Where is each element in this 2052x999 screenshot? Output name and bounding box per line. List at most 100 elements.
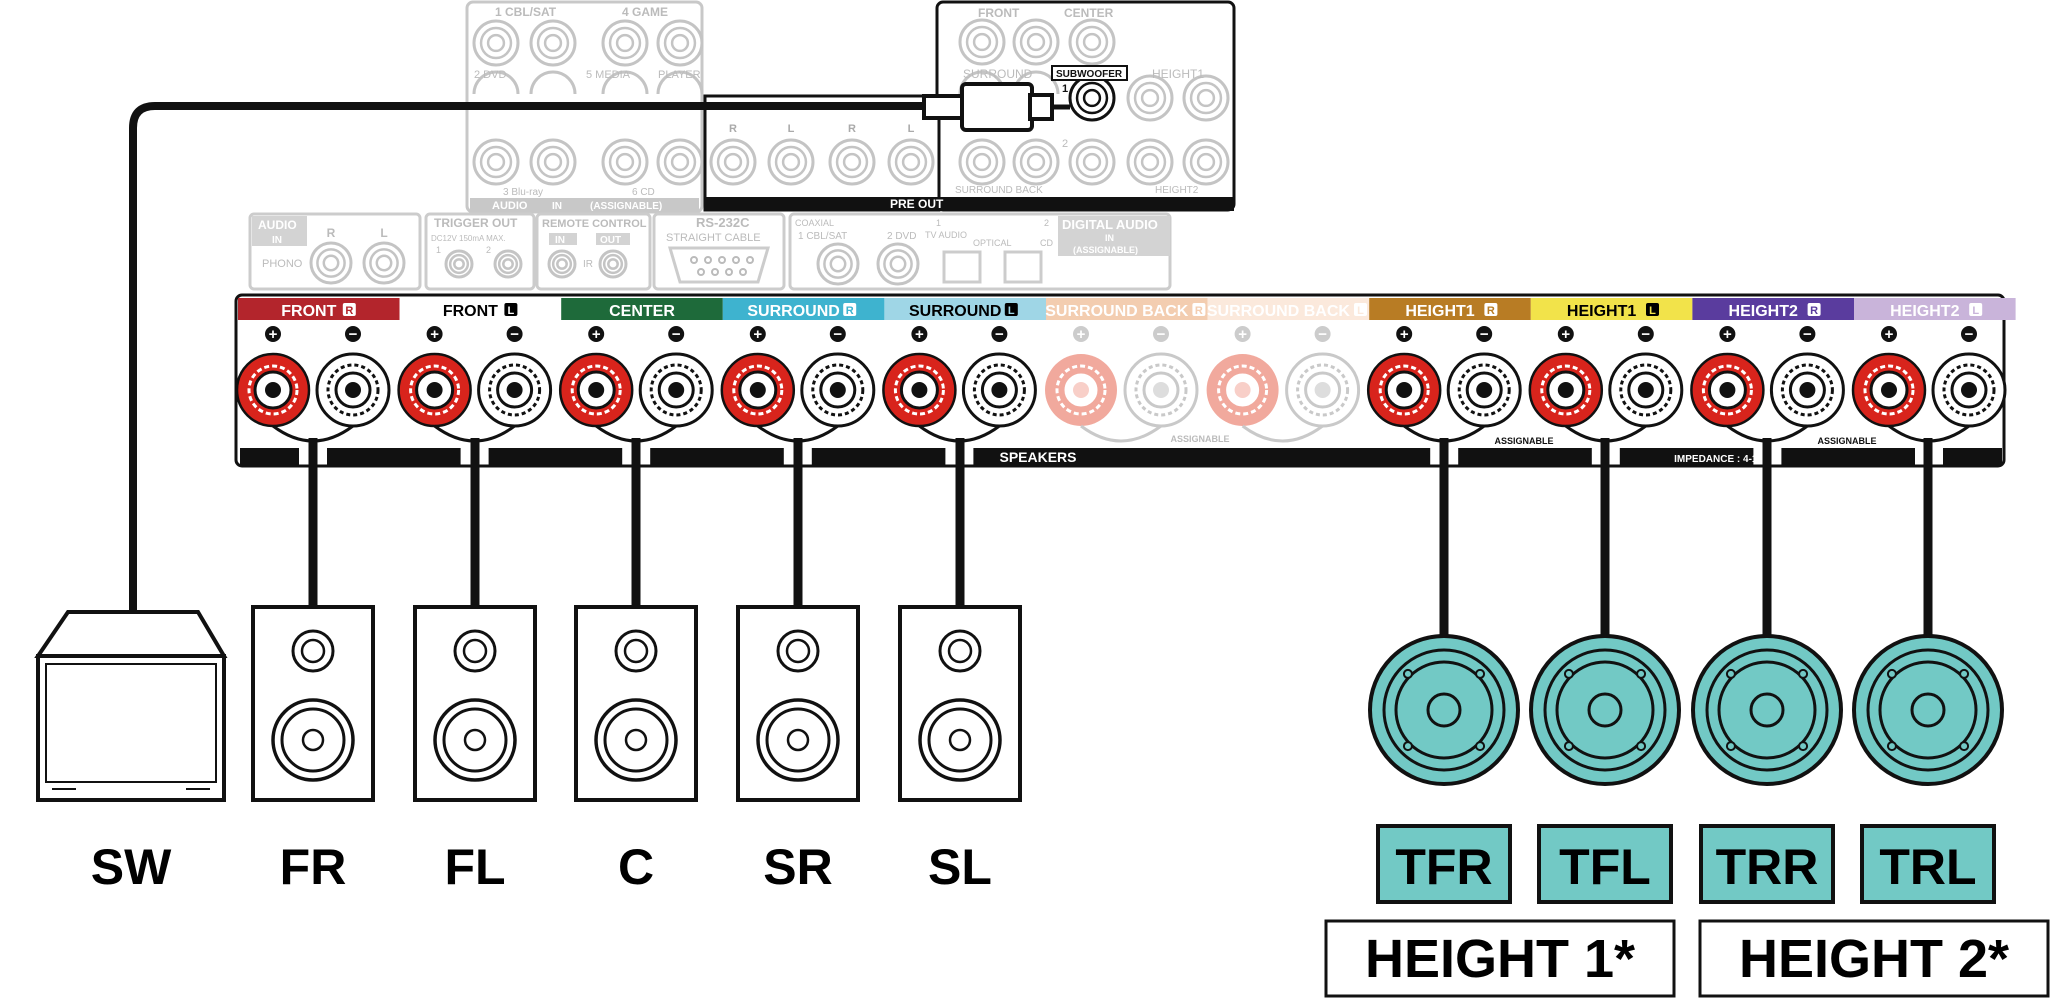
trigger-jack bbox=[493, 249, 523, 279]
input-jack-pin bbox=[486, 152, 506, 172]
minus-text-9: − bbox=[1803, 326, 1812, 343]
subwoofer-jack-pin bbox=[1082, 88, 1102, 108]
speaker-label-sl: SL bbox=[928, 839, 992, 895]
preout-center-label: CENTER bbox=[1064, 6, 1114, 20]
terminal-label-1: FRONT bbox=[443, 303, 498, 320]
pre-out-label: PRE OUT bbox=[890, 197, 944, 211]
terminal-header-0 bbox=[238, 298, 400, 320]
trigger-jack-pin bbox=[453, 258, 465, 270]
plus-terminal-hole bbox=[1557, 382, 1574, 398]
ceiling-speaker-screw bbox=[1475, 741, 1486, 752]
rs232c-pin bbox=[746, 256, 754, 264]
input-label-player: PLAYER bbox=[658, 69, 701, 81]
audio-in-badge: IN bbox=[552, 201, 562, 212]
terminal-channel-6: L bbox=[1357, 305, 1364, 317]
speaker-label-fl: FL bbox=[444, 839, 505, 895]
input-label-bluray: 3 Blu-ray bbox=[503, 187, 543, 198]
preout-jack bbox=[709, 138, 757, 186]
ceiling-speaker-screw bbox=[1725, 741, 1736, 752]
terminal-label-0: FRONT bbox=[281, 303, 336, 320]
remote-in-label: IN bbox=[555, 235, 565, 246]
minus-terminal-hole bbox=[506, 382, 523, 398]
speaker-label-fr: FR bbox=[280, 839, 347, 895]
plus-terminal-5 bbox=[1045, 354, 1117, 426]
preout-jack bbox=[1126, 138, 1174, 186]
bottom-bar-segment bbox=[488, 448, 623, 466]
woofer-cap bbox=[786, 728, 810, 752]
preout-front-label: FRONT bbox=[978, 6, 1020, 20]
minus-symbol-9 bbox=[1799, 326, 1816, 342]
plus-terminal-hole bbox=[1073, 382, 1089, 398]
preout-jack-pin bbox=[842, 152, 862, 172]
trigger-jack-pin bbox=[502, 258, 514, 270]
input-jack-partial bbox=[529, 70, 577, 95]
plus-text-6: + bbox=[1238, 326, 1247, 343]
plus-terminal-2 bbox=[558, 352, 634, 428]
ceiling-speaker-screw bbox=[1798, 668, 1809, 679]
input-jack-pin bbox=[615, 152, 635, 172]
terminal-channel-0: R bbox=[345, 305, 353, 317]
plus-terminal-3 bbox=[720, 352, 796, 428]
plus-symbol-7 bbox=[1396, 326, 1413, 342]
preout-channel-label: R bbox=[729, 123, 737, 135]
height-label-box-trr bbox=[1699, 824, 1835, 904]
preout-channel-label: L bbox=[908, 123, 915, 135]
height-label-box-tfr bbox=[1376, 824, 1512, 904]
rs232c-pin bbox=[718, 256, 726, 264]
minus-terminal-1 bbox=[477, 352, 553, 428]
audio-in-label: AUDIO bbox=[492, 200, 528, 212]
assignable-label-2: ASSIGNABLE bbox=[1494, 436, 1553, 446]
plus-symbol-9 bbox=[1719, 326, 1736, 342]
speaker-tfr bbox=[1368, 634, 1520, 786]
plus-symbol-8 bbox=[1557, 326, 1574, 342]
coax-2-label: 2 DVD bbox=[887, 231, 916, 242]
preout-sub-1: 1 bbox=[1062, 83, 1068, 95]
plus-symbol-4 bbox=[911, 326, 928, 342]
ceiling-speaker-screw bbox=[1886, 741, 1897, 752]
bottom-bar-segment bbox=[650, 448, 784, 466]
digital-in-label: IN bbox=[1105, 233, 1114, 243]
speaker-label-sw: SW bbox=[91, 839, 172, 895]
preout-jack-pin bbox=[723, 152, 743, 172]
plus-terminal-hole bbox=[1881, 382, 1897, 398]
terminal-label-10: HEIGHT2 bbox=[1890, 303, 1959, 320]
minus-terminal-10 bbox=[1931, 352, 2007, 428]
audio-input-panel: 1 CBL/SAT 4 GAME 2 DVD 5 MEDIA PLAYER 3 … bbox=[465, 0, 704, 214]
preout-sub-2: 2 bbox=[1062, 138, 1068, 150]
rs232c-port bbox=[667, 246, 771, 284]
minus-symbol-2 bbox=[668, 326, 685, 342]
input-jack bbox=[472, 19, 520, 67]
coax-1-label: 1 CBL/SAT bbox=[798, 231, 847, 242]
preout-jack bbox=[767, 138, 815, 186]
minus-terminal-7 bbox=[1446, 352, 1522, 428]
preout-surround-label: SURROUND bbox=[963, 67, 1033, 81]
assignable-label-3: ASSIGNABLE bbox=[1817, 436, 1876, 446]
minus-text-4: − bbox=[995, 326, 1004, 343]
remote-ir-label: IR bbox=[583, 259, 593, 270]
preout-jack-pin bbox=[1140, 152, 1160, 172]
minus-text-7: − bbox=[1480, 326, 1489, 343]
input-jack-pin bbox=[615, 33, 635, 53]
preout-height1-jack-pin bbox=[1140, 88, 1160, 108]
minus-terminal-4 bbox=[961, 352, 1037, 428]
terminal-channel-5: R bbox=[1195, 305, 1203, 317]
bottom-bar-segment bbox=[1619, 448, 1754, 466]
plus-text-7: + bbox=[1400, 326, 1409, 343]
terminal-label-7: HEIGHT1 bbox=[1405, 303, 1474, 320]
bottom-bar-segment bbox=[973, 448, 1431, 466]
minus-terminal-hole bbox=[991, 382, 1008, 398]
preout-jack bbox=[1068, 18, 1116, 66]
plus-symbol-1 bbox=[426, 326, 443, 342]
minus-terminal-3 bbox=[800, 352, 876, 428]
phono-channel-r: R bbox=[327, 226, 336, 240]
preout-jack bbox=[1012, 18, 1060, 66]
coaxial-jack bbox=[876, 242, 920, 286]
input-label-cd: 6 CD bbox=[632, 187, 655, 198]
preout-jack bbox=[958, 18, 1006, 66]
preout-jack bbox=[828, 138, 876, 186]
